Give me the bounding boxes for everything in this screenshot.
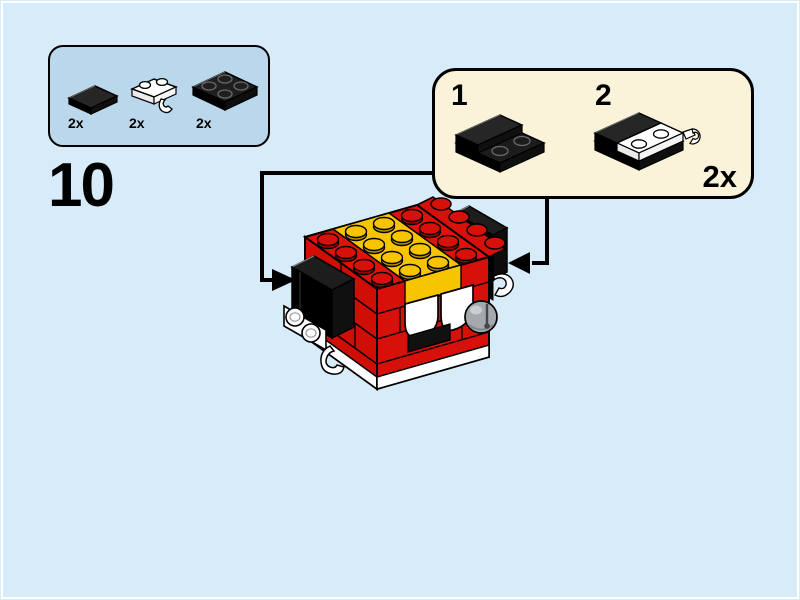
connector-arrow-right bbox=[508, 198, 549, 274]
black-2x2-plate-with-black-tile-icon bbox=[454, 114, 546, 173]
part-quantity: 2x bbox=[196, 115, 212, 131]
step-number: 10 bbox=[48, 151, 115, 220]
front-white-base bbox=[376, 344, 490, 390]
left-clip-assembly bbox=[283, 255, 356, 375]
subassembly-callout-box: 1 2 2x bbox=[432, 68, 754, 199]
substep-2-number: 2 bbox=[595, 79, 612, 112]
part-quantity: 2x bbox=[68, 115, 84, 131]
white-1x2-clip-plate-icon bbox=[130, 77, 178, 114]
substep-1-number: 1 bbox=[451, 79, 468, 112]
black-tile-front bbox=[407, 323, 451, 353]
parts-inventory-box: 2x 2x 2x bbox=[48, 45, 270, 147]
part-quantity: 2x bbox=[129, 115, 145, 131]
left-white-clip-icon bbox=[320, 345, 345, 375]
callout-quantity: 2x bbox=[702, 159, 737, 194]
black-1x2-tile-icon bbox=[67, 85, 119, 115]
black-2x2-plate-icon bbox=[191, 71, 259, 111]
right-white-clip-icon bbox=[493, 273, 514, 298]
connector-arrow-left bbox=[260, 171, 433, 291]
black-plate-assembly-with-white-clip-plate-icon bbox=[593, 112, 701, 171]
bell-icon bbox=[464, 300, 498, 334]
